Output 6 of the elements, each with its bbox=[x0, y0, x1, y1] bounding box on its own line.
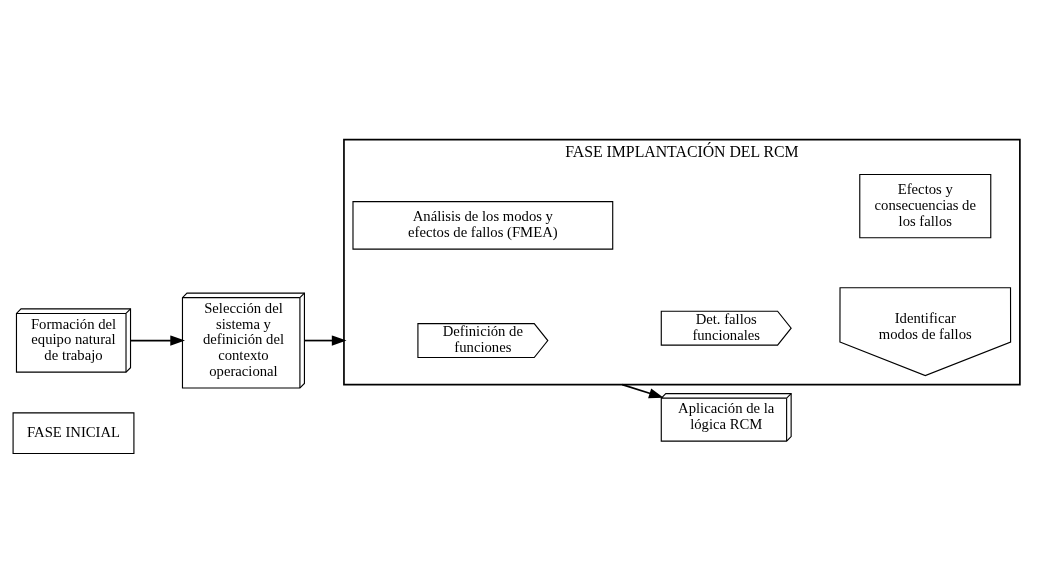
arrow bbox=[303, 335, 347, 346]
arrow bbox=[130, 335, 185, 346]
node-box: FASE INICIAL bbox=[12, 412, 135, 455]
node-box: Efectos y consecuencias de los fallos bbox=[859, 174, 992, 239]
node-box: Análisis de los modos y efectos de fallos (FMEA) bbox=[352, 201, 614, 250]
arrow bbox=[621, 383, 664, 399]
